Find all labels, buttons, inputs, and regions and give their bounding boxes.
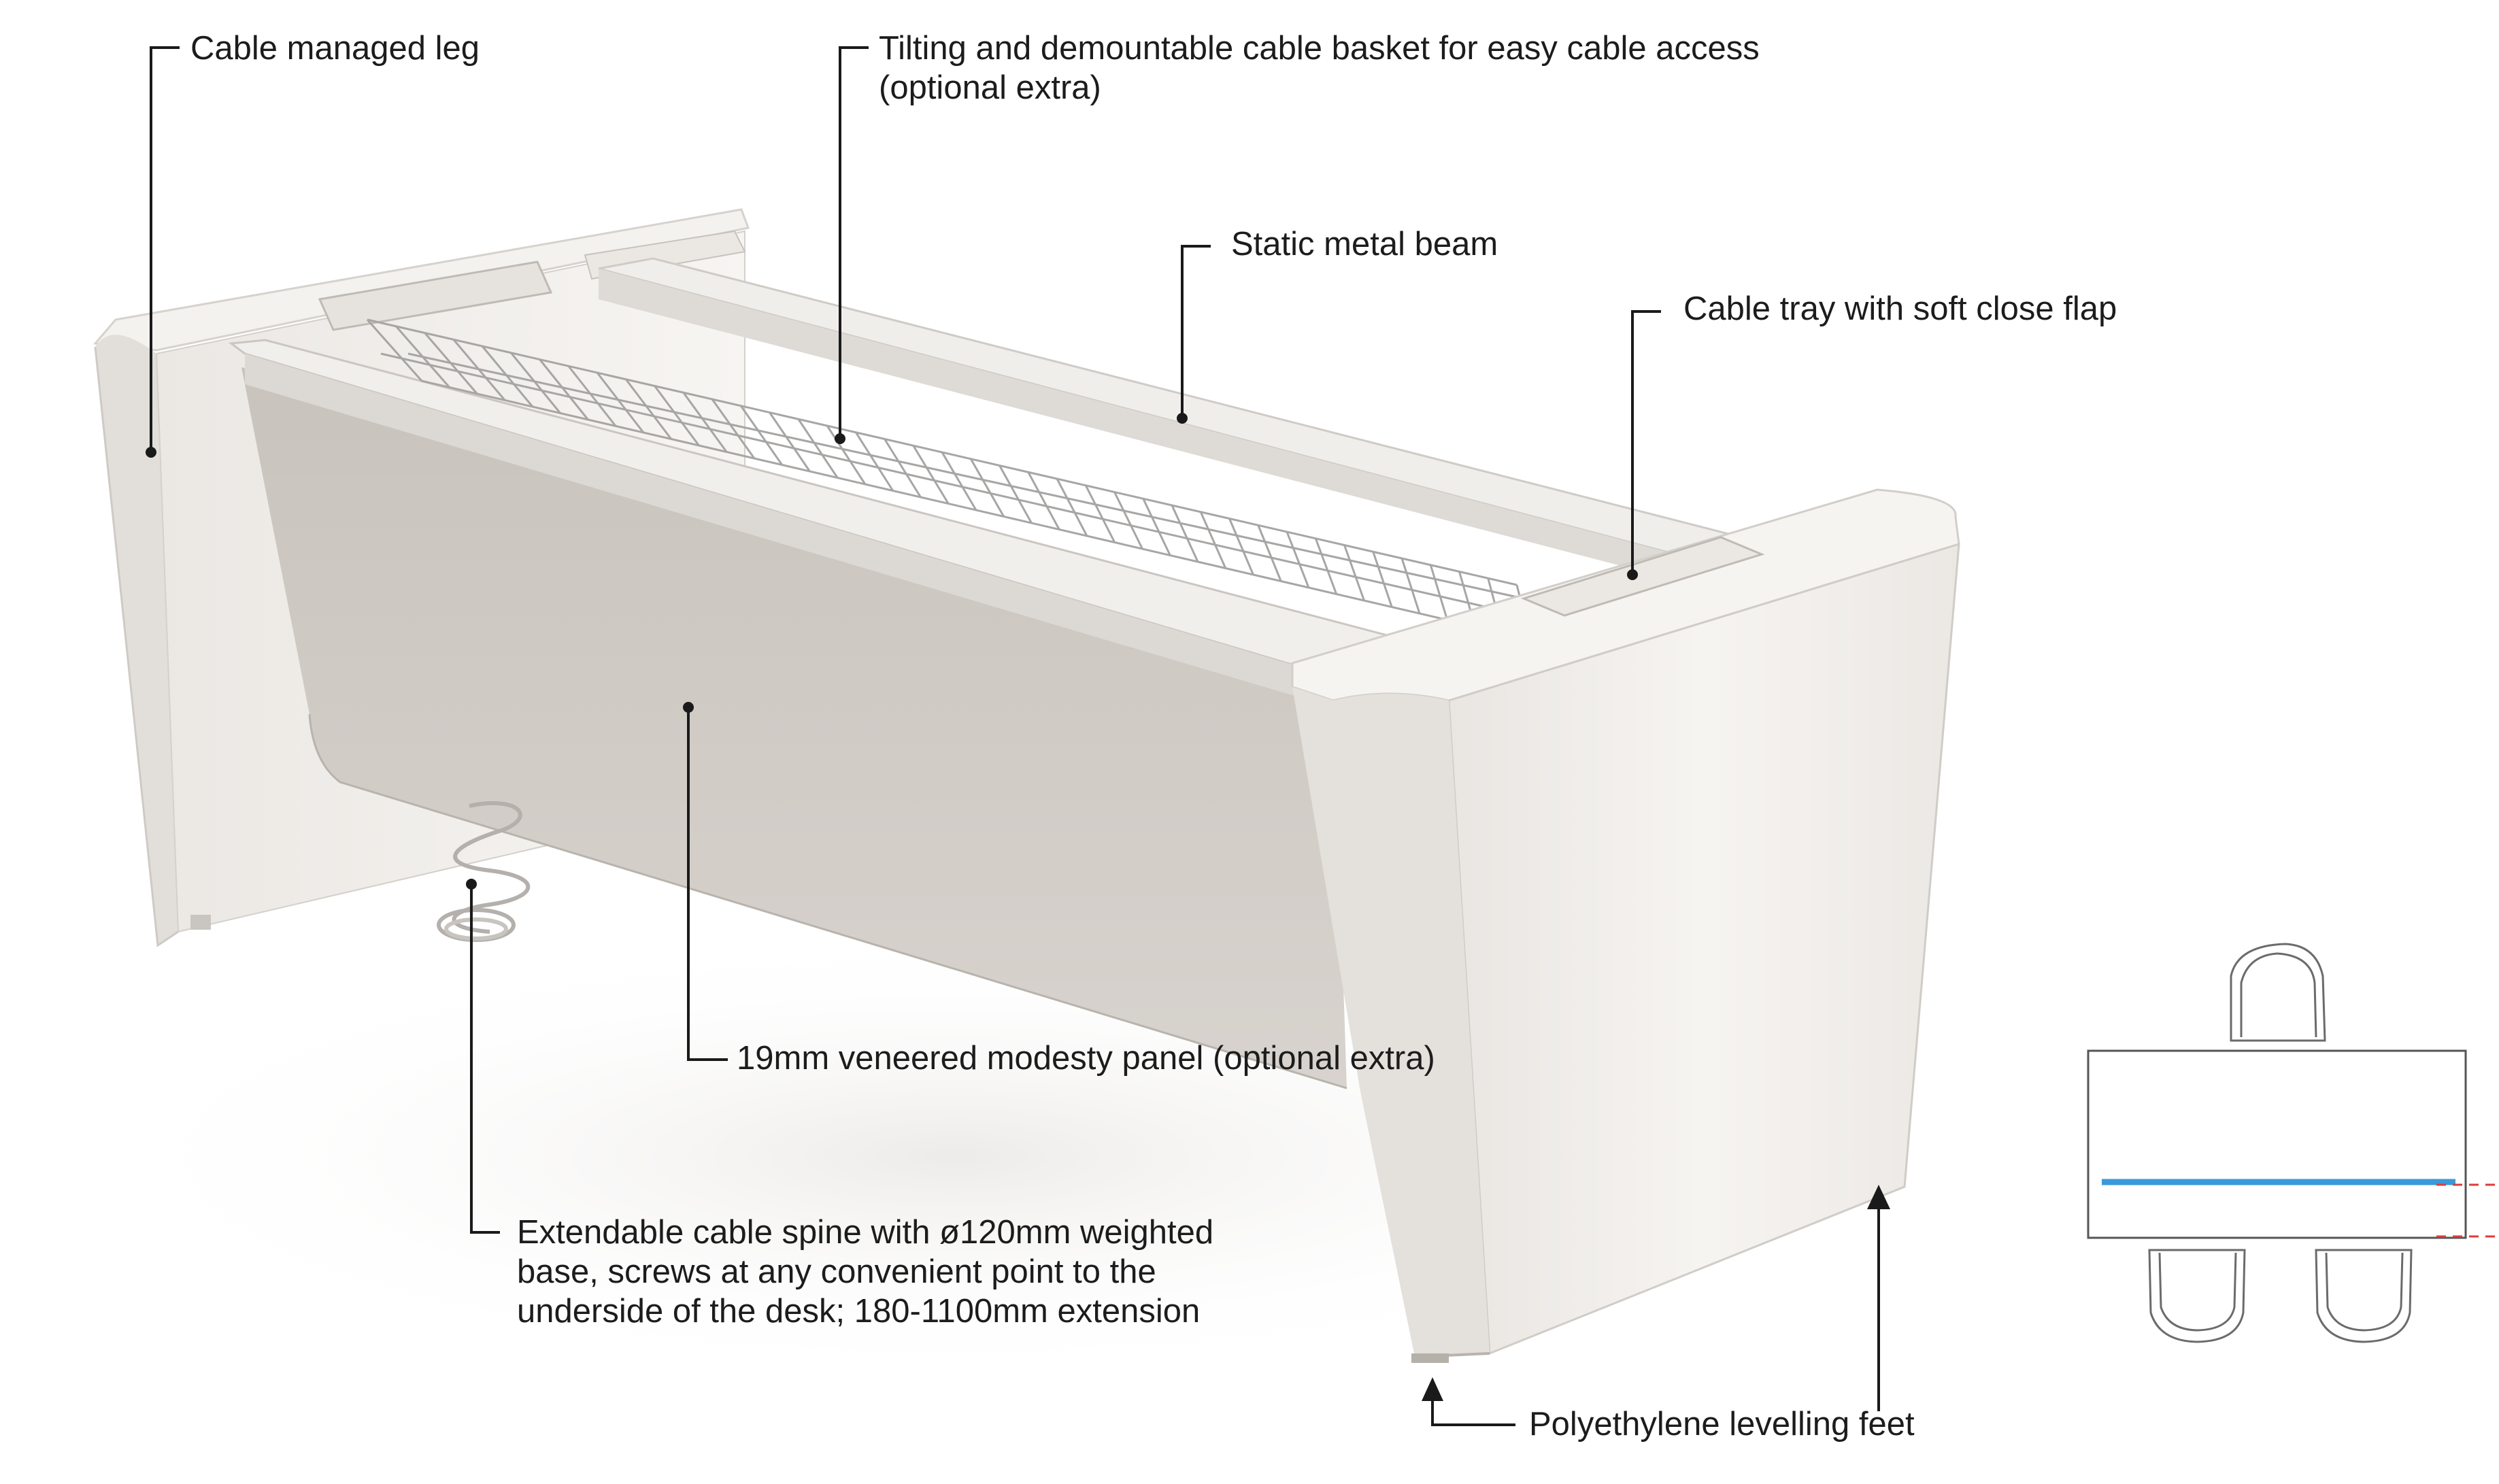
basket-wire: [567, 365, 617, 427]
basket-wire: [1084, 485, 1116, 543]
basket-wire: [481, 345, 534, 407]
spiral-cable-spine-icon: [437, 801, 531, 942]
left-leg-foot: [190, 915, 211, 930]
callout-text: Polyethylene levelling feet: [1529, 1406, 1915, 1443]
basket-wire: [1343, 544, 1365, 601]
basket-wire: [1286, 531, 1310, 588]
basket-wire: [854, 431, 894, 492]
arrow-heads: [1422, 1185, 1890, 1401]
basket-wire: [654, 385, 700, 446]
callout-cable-spine: Extendable cable spine with ø120mm weigh…: [517, 1213, 1213, 1331]
chair-icon: [2148, 1249, 2413, 1343]
basket-wire: [912, 445, 950, 505]
callout-text: Cable managed leg: [190, 30, 480, 67]
callout-text-line-1: Tilting and demountable cable basket for…: [879, 30, 1760, 67]
basket-wire: [1056, 478, 1088, 537]
leader-levelling-feet: [1431, 1391, 1515, 1426]
leader-metal-beam: [1181, 245, 1211, 418]
basket-wire: [682, 392, 728, 453]
basket-wire: [1257, 524, 1282, 582]
leader-modesty-panel: [687, 707, 728, 1061]
basket-wire: [969, 458, 1005, 518]
right-leg-foot: [1411, 1353, 1449, 1363]
leader-cable-tray: [1631, 310, 1661, 575]
cable-basket: [366, 318, 1532, 641]
cable-tray: [1520, 536, 1765, 617]
basket-wire: [424, 332, 478, 394]
basket-wire: [797, 418, 839, 479]
basket-wire: [740, 405, 783, 466]
plan-dash-lines: [2436, 1183, 2499, 1238]
basket-wire: [1314, 538, 1338, 595]
callout-text: 19mm veneered modesty panel (optional ex…: [737, 1040, 1435, 1077]
callout-levelling-feet: Polyethylene levelling feet: [1529, 1404, 1915, 1444]
callout-text: Static metal beam: [1231, 226, 1498, 263]
basket-wire: [596, 372, 645, 433]
modesty-panel: [241, 367, 1347, 1090]
basket-wire: [826, 425, 867, 485]
callout-cable-tray: Cable tray with soft close flap: [1683, 289, 2117, 328]
basket-wire: [1429, 564, 1449, 620]
basket-wire: [1113, 491, 1143, 550]
leader-cable-spine: [470, 884, 500, 1234]
basket-wire: [999, 465, 1033, 524]
basket-wire: [769, 411, 811, 472]
callout-modesty-panel: 19mm veneered modesty panel (optional ex…: [737, 1039, 1435, 1078]
basket-wire: [625, 378, 672, 440]
plan-desk-outline: [2087, 1049, 2467, 1239]
basket-wire: [1142, 498, 1171, 556]
callout-cable-basket: Tilting and demountable cable basket for…: [879, 29, 1760, 107]
plan-view: [2087, 943, 2499, 1343]
leader-cable-leg: [150, 46, 180, 452]
callout-text-line-2: (optional extra): [879, 69, 1101, 106]
callout-text-line-1: Extendable cable spine with ø120mm weigh…: [517, 1214, 1214, 1251]
basket-wire: [452, 339, 506, 401]
callout-cable-managed-leg: Cable managed leg: [190, 29, 480, 68]
leader-cable-basket: [839, 46, 869, 439]
leader-lines: [150, 46, 1880, 1426]
callout-static-metal-beam: Static metal beam: [1231, 224, 1498, 264]
basket-wire: [1228, 518, 1254, 575]
basket-wire: [510, 352, 561, 414]
basket-wire: [395, 325, 450, 388]
chair-icon: [2230, 943, 2326, 1042]
basket-wire: [366, 319, 423, 382]
callout-text-line-2: base, screws at any convenient point to …: [517, 1253, 1156, 1290]
basket-wire: [1372, 551, 1393, 607]
basket-wire: [1199, 511, 1227, 569]
leader-dots: [146, 413, 1638, 890]
basket-wire: [711, 399, 756, 459]
basket-wire: [941, 452, 977, 511]
basket-wire: [1027, 471, 1060, 530]
callout-text: Cable tray with soft close flap: [1683, 290, 2117, 327]
basket-wire: [1171, 505, 1199, 562]
right-leg: [1291, 488, 1960, 1363]
basket-wire: [884, 438, 922, 498]
basket-wire: [1401, 558, 1421, 614]
basket-wire: [539, 358, 589, 420]
callout-text-line-3: underside of the desk; 180-1100mm extens…: [517, 1293, 1201, 1330]
